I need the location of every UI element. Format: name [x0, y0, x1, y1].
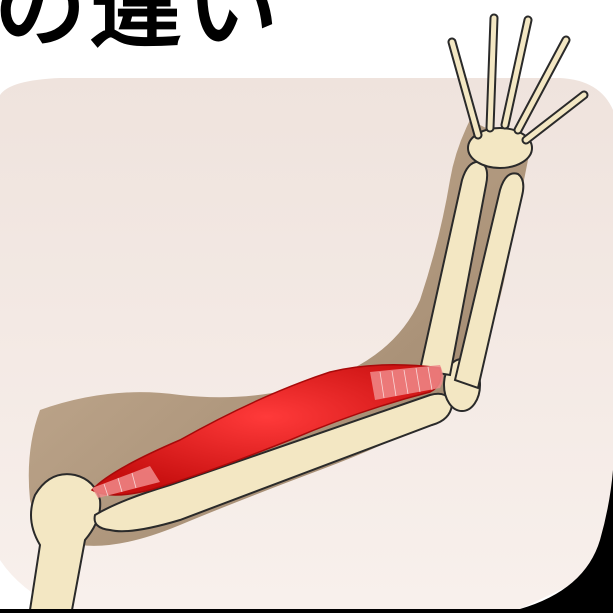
title-text: の違い	[0, 0, 282, 54]
